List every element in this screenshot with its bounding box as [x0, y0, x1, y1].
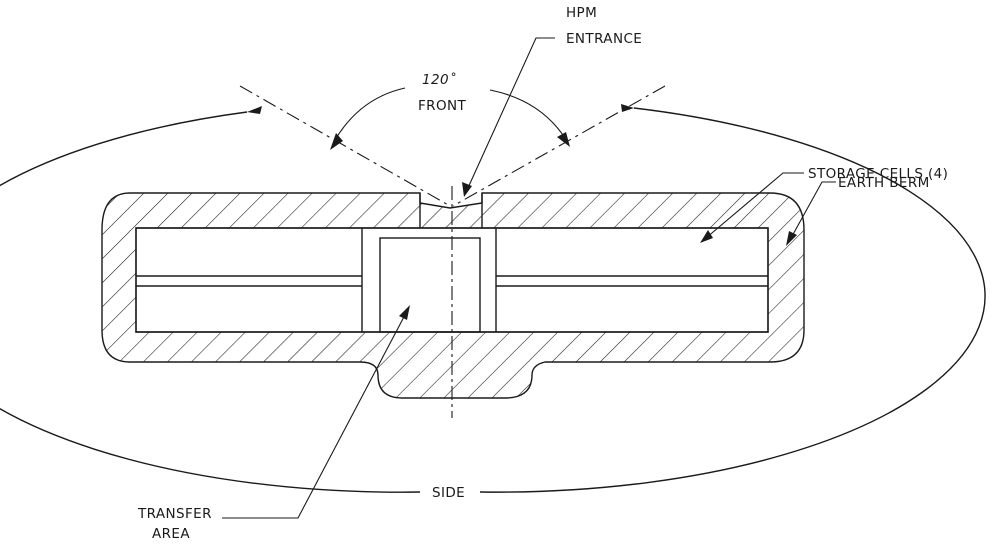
transfer-label: TRANSFER — [137, 506, 212, 522]
entrance-label: ENTRANCE — [566, 31, 642, 47]
earth-berm-label: EARTH BERM — [838, 175, 930, 191]
front-label: FRONT — [418, 98, 466, 114]
angle-label: 120˚ — [422, 71, 456, 88]
side-ellipse-arrows — [247, 104, 634, 114]
storage-cells-leader — [700, 172, 804, 243]
earth-berm-leader — [786, 181, 836, 246]
transfer-area-leader — [222, 305, 410, 519]
earth-berm-hatch — [101, 192, 805, 399]
area-label: AREA — [152, 526, 190, 542]
front-sector-lines — [239, 85, 666, 207]
transfer-area-room — [379, 237, 481, 333]
side-boundary-ellipse — [0, 107, 986, 493]
hpm-label: HPM — [566, 5, 597, 21]
side-label: SIDE — [432, 485, 465, 501]
storage-cells-label: STORAGE CELLS (4) — [808, 166, 948, 182]
hpm-entrance-leader — [462, 37, 555, 197]
angle-dimension — [330, 87, 570, 150]
